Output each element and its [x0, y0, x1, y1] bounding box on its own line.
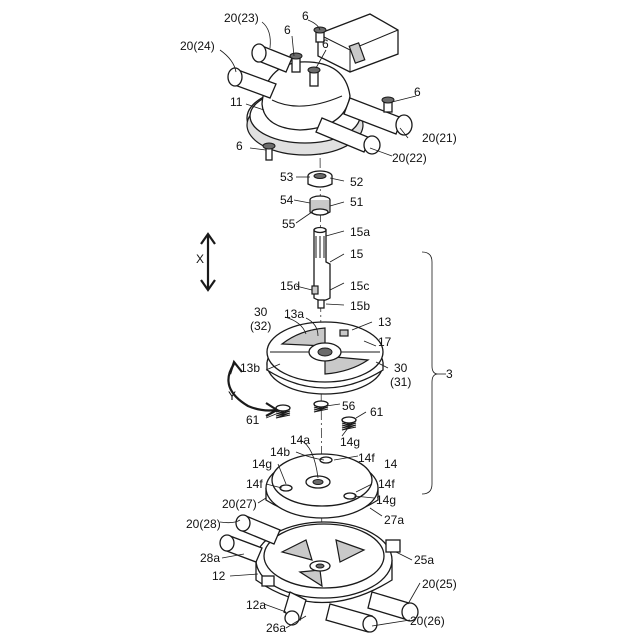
label-28a: 28a — [200, 551, 220, 565]
label-6-right: 6 — [414, 85, 421, 99]
label-56: 56 — [342, 399, 356, 413]
label-14b: 14b — [270, 445, 290, 459]
label-55: 55 — [282, 217, 296, 231]
label-20-22: 20(22) — [392, 151, 427, 165]
label-30-upper: 30 — [254, 305, 268, 319]
label-3: 3 — [446, 367, 453, 381]
lower-housing — [220, 515, 418, 632]
label-27a: 27a — [384, 513, 404, 527]
label-6-top: 6 — [302, 9, 309, 23]
label-53: 53 — [280, 170, 294, 184]
label-52: 52 — [350, 175, 364, 189]
label-51: 51 — [350, 195, 364, 209]
spring-56 — [314, 401, 328, 412]
label-15c: 15c — [350, 279, 369, 293]
label-30-lower: 30 — [394, 361, 408, 375]
label-20-24: 20(24) — [180, 39, 215, 53]
label-61-right: 61 — [370, 405, 384, 419]
label-14f-right-2: 14f — [378, 477, 395, 491]
label-12a: 12a — [246, 598, 266, 612]
shaft — [312, 228, 330, 309]
assembly-bracket — [422, 252, 438, 494]
label-y: Y — [228, 389, 236, 403]
screw-6-e — [263, 143, 275, 160]
label-13: 13 — [378, 315, 392, 329]
label-15d: 15d — [280, 279, 300, 293]
label-31: (31) — [390, 375, 411, 389]
screw-6-d — [382, 97, 394, 112]
label-14g-left: 14g — [252, 457, 272, 471]
label-14g-right: 14g — [340, 435, 360, 449]
label-25a: 25a — [414, 553, 434, 567]
label-15: 15 — [350, 247, 364, 261]
label-6-b: 6 — [322, 37, 329, 51]
label-54: 54 — [280, 193, 294, 207]
label-15b: 15b — [350, 299, 370, 313]
label-17: 17 — [378, 335, 392, 349]
label-13a: 13a — [284, 307, 304, 321]
label-12: 12 — [212, 569, 226, 583]
label-6-left: 6 — [236, 139, 243, 153]
label-14: 14 — [384, 457, 398, 471]
label-20-21: 20(21) — [422, 131, 457, 145]
label-14f-right-1: 14f — [358, 451, 375, 465]
label-14a: 14a — [290, 433, 310, 447]
label-14f-left: 14f — [246, 477, 263, 491]
label-20-27: 20(27) — [222, 497, 257, 511]
label-32: (32) — [250, 319, 271, 333]
screw-6-a — [290, 53, 302, 72]
label-14g-bottom: 14g — [376, 493, 396, 507]
label-15a: 15a — [350, 225, 370, 239]
label-26a: 26a — [266, 621, 286, 635]
label-20-28: 20(28) — [186, 517, 221, 531]
label-13b: 13b — [240, 361, 260, 375]
spring-61-right — [342, 417, 356, 430]
label-61-left: 61 — [246, 413, 260, 427]
label-x: X — [196, 252, 204, 266]
rotary-disc — [267, 322, 383, 394]
label-20-23: 20(23) — [224, 11, 259, 25]
screw-6-b — [308, 67, 320, 86]
label-20-25: 20(25) — [422, 577, 457, 591]
label-6-a: 6 — [284, 23, 291, 37]
label-20-26: 20(26) — [410, 614, 445, 628]
spring-61-left — [276, 405, 290, 418]
label-11: 11 — [230, 95, 243, 109]
upper-housing — [228, 14, 412, 160]
seal-stack — [308, 171, 332, 215]
